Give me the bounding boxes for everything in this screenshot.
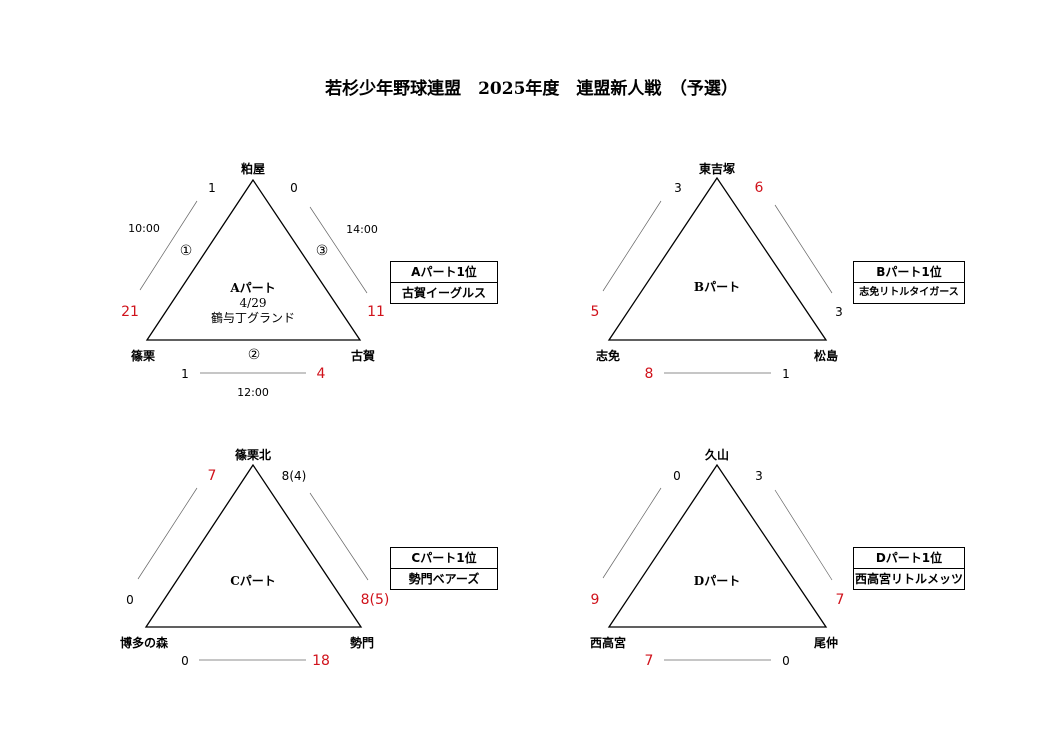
part-d-team-left: 西高宮 <box>589 636 627 650</box>
part-a-game-number: ② <box>247 347 261 363</box>
part-c-score: 18 <box>312 653 330 669</box>
part-c-score: 0 <box>181 654 189 668</box>
part-d-score: 0 <box>782 654 790 668</box>
part-c-winner-label: Cパート1位 <box>391 548 497 569</box>
part-b-score: 3 <box>835 305 843 319</box>
part-a-score: 1 <box>208 181 216 195</box>
part-a-game-time: 12:00 <box>237 386 269 399</box>
part-c-score: 7 <box>207 468 217 484</box>
part-a-team-left: 篠栗 <box>130 349 156 363</box>
part-d-name: Dパート <box>693 574 741 588</box>
part-c-team-right: 勢門 <box>349 636 375 650</box>
part-a-winner-box: Aパート1位 古賀イーグルス <box>390 261 498 304</box>
part-c-name: Cパート <box>230 574 276 588</box>
part-a-score: 1 <box>181 367 189 381</box>
part-d-team-right: 尾仲 <box>813 636 839 650</box>
part-c-score: 0 <box>126 593 134 607</box>
part-a-score: 4 <box>316 366 326 382</box>
part-b-winner-box: Bパート1位 志免リトルタイガース <box>853 261 965 304</box>
part-b-winner-label: Bパート1位 <box>854 262 964 283</box>
part-d-score: 9 <box>590 592 600 608</box>
part-a-game-time: 14:00 <box>346 223 378 236</box>
part-c-winner-box: Cパート1位 勢門ベアーズ <box>390 547 498 590</box>
part-d-score: 7 <box>644 653 654 669</box>
part-b-team-left: 志免 <box>595 349 621 363</box>
part-a-game-number: ① <box>179 243 193 259</box>
part-b-winner-team: 志免リトルタイガース <box>859 287 959 298</box>
part-a-score: 0 <box>290 181 298 195</box>
part-a-game-time: 10:00 <box>128 222 160 235</box>
part-d-score: 7 <box>835 592 845 608</box>
part-b-score: 1 <box>782 367 790 381</box>
part-b-score: 5 <box>590 304 600 320</box>
part-b-team-top: 東吉塚 <box>698 162 736 176</box>
part-d-winner-label: Dパート1位 <box>854 548 964 569</box>
page-title: 若杉少年野球連盟 2025年度 連盟新人戦 （予選） <box>325 79 738 99</box>
part-d-info: Dパート <box>694 574 740 589</box>
part-c-team-top: 篠栗北 <box>234 448 272 462</box>
part-a-name: Aパート <box>230 281 276 295</box>
part-d-score: 3 <box>755 469 763 483</box>
part-b-score: 6 <box>754 180 764 196</box>
part-b-team-right: 松島 <box>813 349 839 363</box>
part-d-winner-team: 西高宮リトルメッツ <box>854 572 963 586</box>
part-b-name: Bパート <box>693 280 741 294</box>
part-d-team-top: 久山 <box>704 448 730 462</box>
part-c-info: Cパート <box>230 574 276 589</box>
part-a-team-right: 古賀 <box>350 349 376 363</box>
part-a-date: 4/29 <box>239 296 267 310</box>
part-a-venue: 鶴与丁グランド <box>210 311 296 325</box>
part-b-score: 8 <box>644 366 654 382</box>
part-a-info: Aパート 4/29 鶴与丁グランド <box>211 281 295 326</box>
part-c-score: 8(5) <box>360 592 390 608</box>
part-c-team-left: 博多の森 <box>119 636 169 650</box>
part-b-score: 3 <box>674 181 682 195</box>
part-c-score: 8(4) <box>281 469 307 483</box>
part-a-winner-team: 古賀イーグルス <box>401 286 486 300</box>
part-a-score: 11 <box>367 304 385 320</box>
part-a-team-top: 粕屋 <box>240 162 266 176</box>
part-d-score: 0 <box>673 469 681 483</box>
part-a-score: 21 <box>121 304 139 320</box>
part-a-game-number: ③ <box>315 243 329 259</box>
part-d-winner-box: Dパート1位 西高宮リトルメッツ <box>853 547 965 590</box>
part-b-info: Bパート <box>694 280 740 295</box>
part-c-winner-team: 勢門ベアーズ <box>408 572 480 586</box>
part-a-winner-label: Aパート1位 <box>391 262 497 283</box>
